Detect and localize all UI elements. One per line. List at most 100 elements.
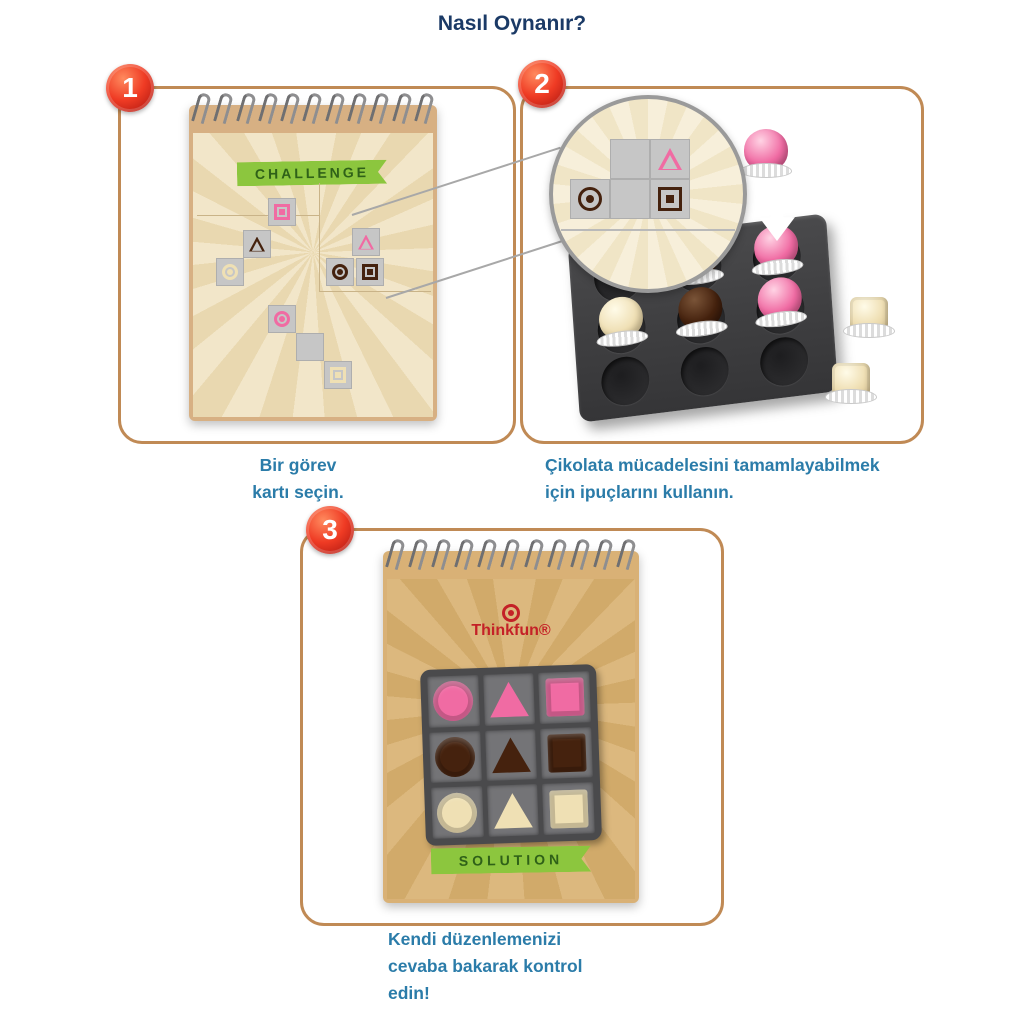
- pink-circle-tile: [268, 305, 296, 333]
- solution-cell: [482, 673, 536, 726]
- cream-circle-tile: [216, 258, 244, 286]
- side-chocolate-slot: [823, 363, 879, 419]
- pink-triangle-shape: [358, 234, 374, 250]
- spiral-binding: [385, 537, 637, 571]
- brown-circle-tile: [570, 179, 610, 219]
- cream-chocolate: [592, 294, 651, 350]
- cream-chocolate: [841, 297, 897, 338]
- spiral-loop: [191, 91, 212, 125]
- caption-line: Kendi düzenlemenizi: [388, 929, 562, 949]
- pink-square-shape: [274, 204, 290, 220]
- solution-banner: SOLUTION: [431, 846, 591, 875]
- cream-square-tile: [324, 361, 352, 389]
- step-2-panel: [520, 86, 924, 444]
- side-chocolate-slot: [841, 297, 897, 353]
- cream-triangle-chocolate: [491, 791, 534, 830]
- step-1-panel: CHALLENGE: [118, 86, 516, 444]
- pink-circle-shape: [274, 311, 290, 327]
- brown-square-tile: [650, 179, 690, 219]
- card-divider-line: [319, 183, 320, 291]
- cream-circle-chocolate: [436, 791, 478, 834]
- logo-text: Thinkfun®: [471, 622, 551, 639]
- pink-chocolate: [750, 274, 809, 330]
- step-number: 3: [322, 514, 338, 545]
- challenge-card: CHALLENGE: [193, 133, 433, 417]
- plain-tile: [296, 333, 324, 361]
- spiral-loop: [408, 537, 429, 571]
- step-3-caption: Kendi düzenlemenizi cevaba bakarak kontr…: [388, 926, 728, 1007]
- swirl-icon: [502, 604, 520, 622]
- spiral-loop: [369, 91, 391, 125]
- paper-cup: [825, 389, 877, 404]
- solution-cell: [542, 782, 595, 835]
- solution-notebook: Thinkfun® SOLUTION: [383, 537, 639, 903]
- plain-tile: [610, 179, 650, 219]
- pink-circle-chocolate: [432, 680, 475, 722]
- pink-triangle-tile: [352, 228, 380, 256]
- caption-line: kartı seçin.: [252, 482, 344, 503]
- brown-square-shape: [658, 187, 682, 211]
- magnifier-gridline: [561, 229, 735, 231]
- pink-triangle-tile: [650, 139, 690, 179]
- spiral-loop: [347, 91, 368, 125]
- step-3-badge: 3: [306, 506, 354, 554]
- brown-square-chocolate: [546, 733, 587, 773]
- step-3-panel: Thinkfun® SOLUTION: [300, 528, 724, 926]
- spiral-loop: [385, 537, 406, 571]
- spiral-loop: [500, 537, 522, 571]
- solution-card: Thinkfun® SOLUTION: [387, 579, 635, 899]
- spiral-loop: [213, 91, 235, 125]
- pink-square-tile: [268, 198, 296, 226]
- solution-cell: [427, 675, 480, 728]
- step-2-badge: 2: [518, 60, 566, 108]
- spiral-loop: [616, 537, 637, 571]
- spiral-loop: [302, 91, 324, 125]
- solution-cell: [429, 730, 482, 784]
- challenge-banner: CHALLENGE: [237, 160, 387, 187]
- spiral-loop: [431, 537, 453, 571]
- step-1-badge: 1: [106, 64, 154, 112]
- caption-line: Çikolata mücadelesini tamamlayabilmek: [545, 455, 880, 475]
- plain-tile: [610, 139, 650, 179]
- spiral-loop: [569, 537, 591, 571]
- solution-cell: [431, 786, 484, 839]
- brown-triangle-shape: [249, 236, 265, 252]
- spiral-loop: [280, 91, 302, 125]
- caption-line: Bir görev: [259, 455, 337, 475]
- solution-cell: [484, 728, 538, 782]
- spiral-loop: [391, 91, 413, 125]
- solution-grid: [419, 663, 603, 847]
- brown-circle-shape: [332, 264, 348, 280]
- magnifier-circle: [549, 95, 747, 293]
- tray-dent: [679, 344, 731, 399]
- step-number: 1: [122, 72, 138, 103]
- brown-triangle-chocolate: [489, 735, 532, 774]
- challenge-notebook: CHALLENGE: [189, 91, 437, 421]
- step-1-caption: Bir görev kartı seçin.: [100, 452, 496, 506]
- brown-circle-chocolate: [434, 736, 477, 778]
- brown-triangle-tile: [243, 230, 271, 258]
- spiral-loop: [235, 91, 257, 125]
- cream-square-chocolate: [548, 789, 589, 829]
- floating-chocolate-slot: [738, 129, 794, 191]
- cream-chocolate: [823, 363, 879, 404]
- spiral-binding: [191, 91, 435, 125]
- spiral-loop: [454, 537, 476, 571]
- spiral-loop: [477, 537, 499, 571]
- pink-triangle-shape: [658, 148, 682, 170]
- tray-dent: [599, 354, 651, 408]
- cream-circle-shape: [222, 264, 238, 280]
- page-title: Nasıl Oynanır?: [437, 12, 587, 35]
- card-divider-line: [197, 215, 319, 216]
- thinkfun-logo: Thinkfun®: [387, 603, 635, 640]
- step-number: 2: [534, 68, 550, 99]
- brown-circle-tile: [326, 258, 354, 286]
- spiral-loop: [258, 91, 279, 125]
- brown-circle-shape: [578, 187, 602, 211]
- brown-square-tile: [356, 258, 384, 286]
- spiral-loop: [523, 537, 545, 571]
- solution-cell: [486, 784, 540, 837]
- caption-line: için ipuçlarını kullanın.: [545, 482, 734, 503]
- brown-square-shape: [362, 264, 378, 280]
